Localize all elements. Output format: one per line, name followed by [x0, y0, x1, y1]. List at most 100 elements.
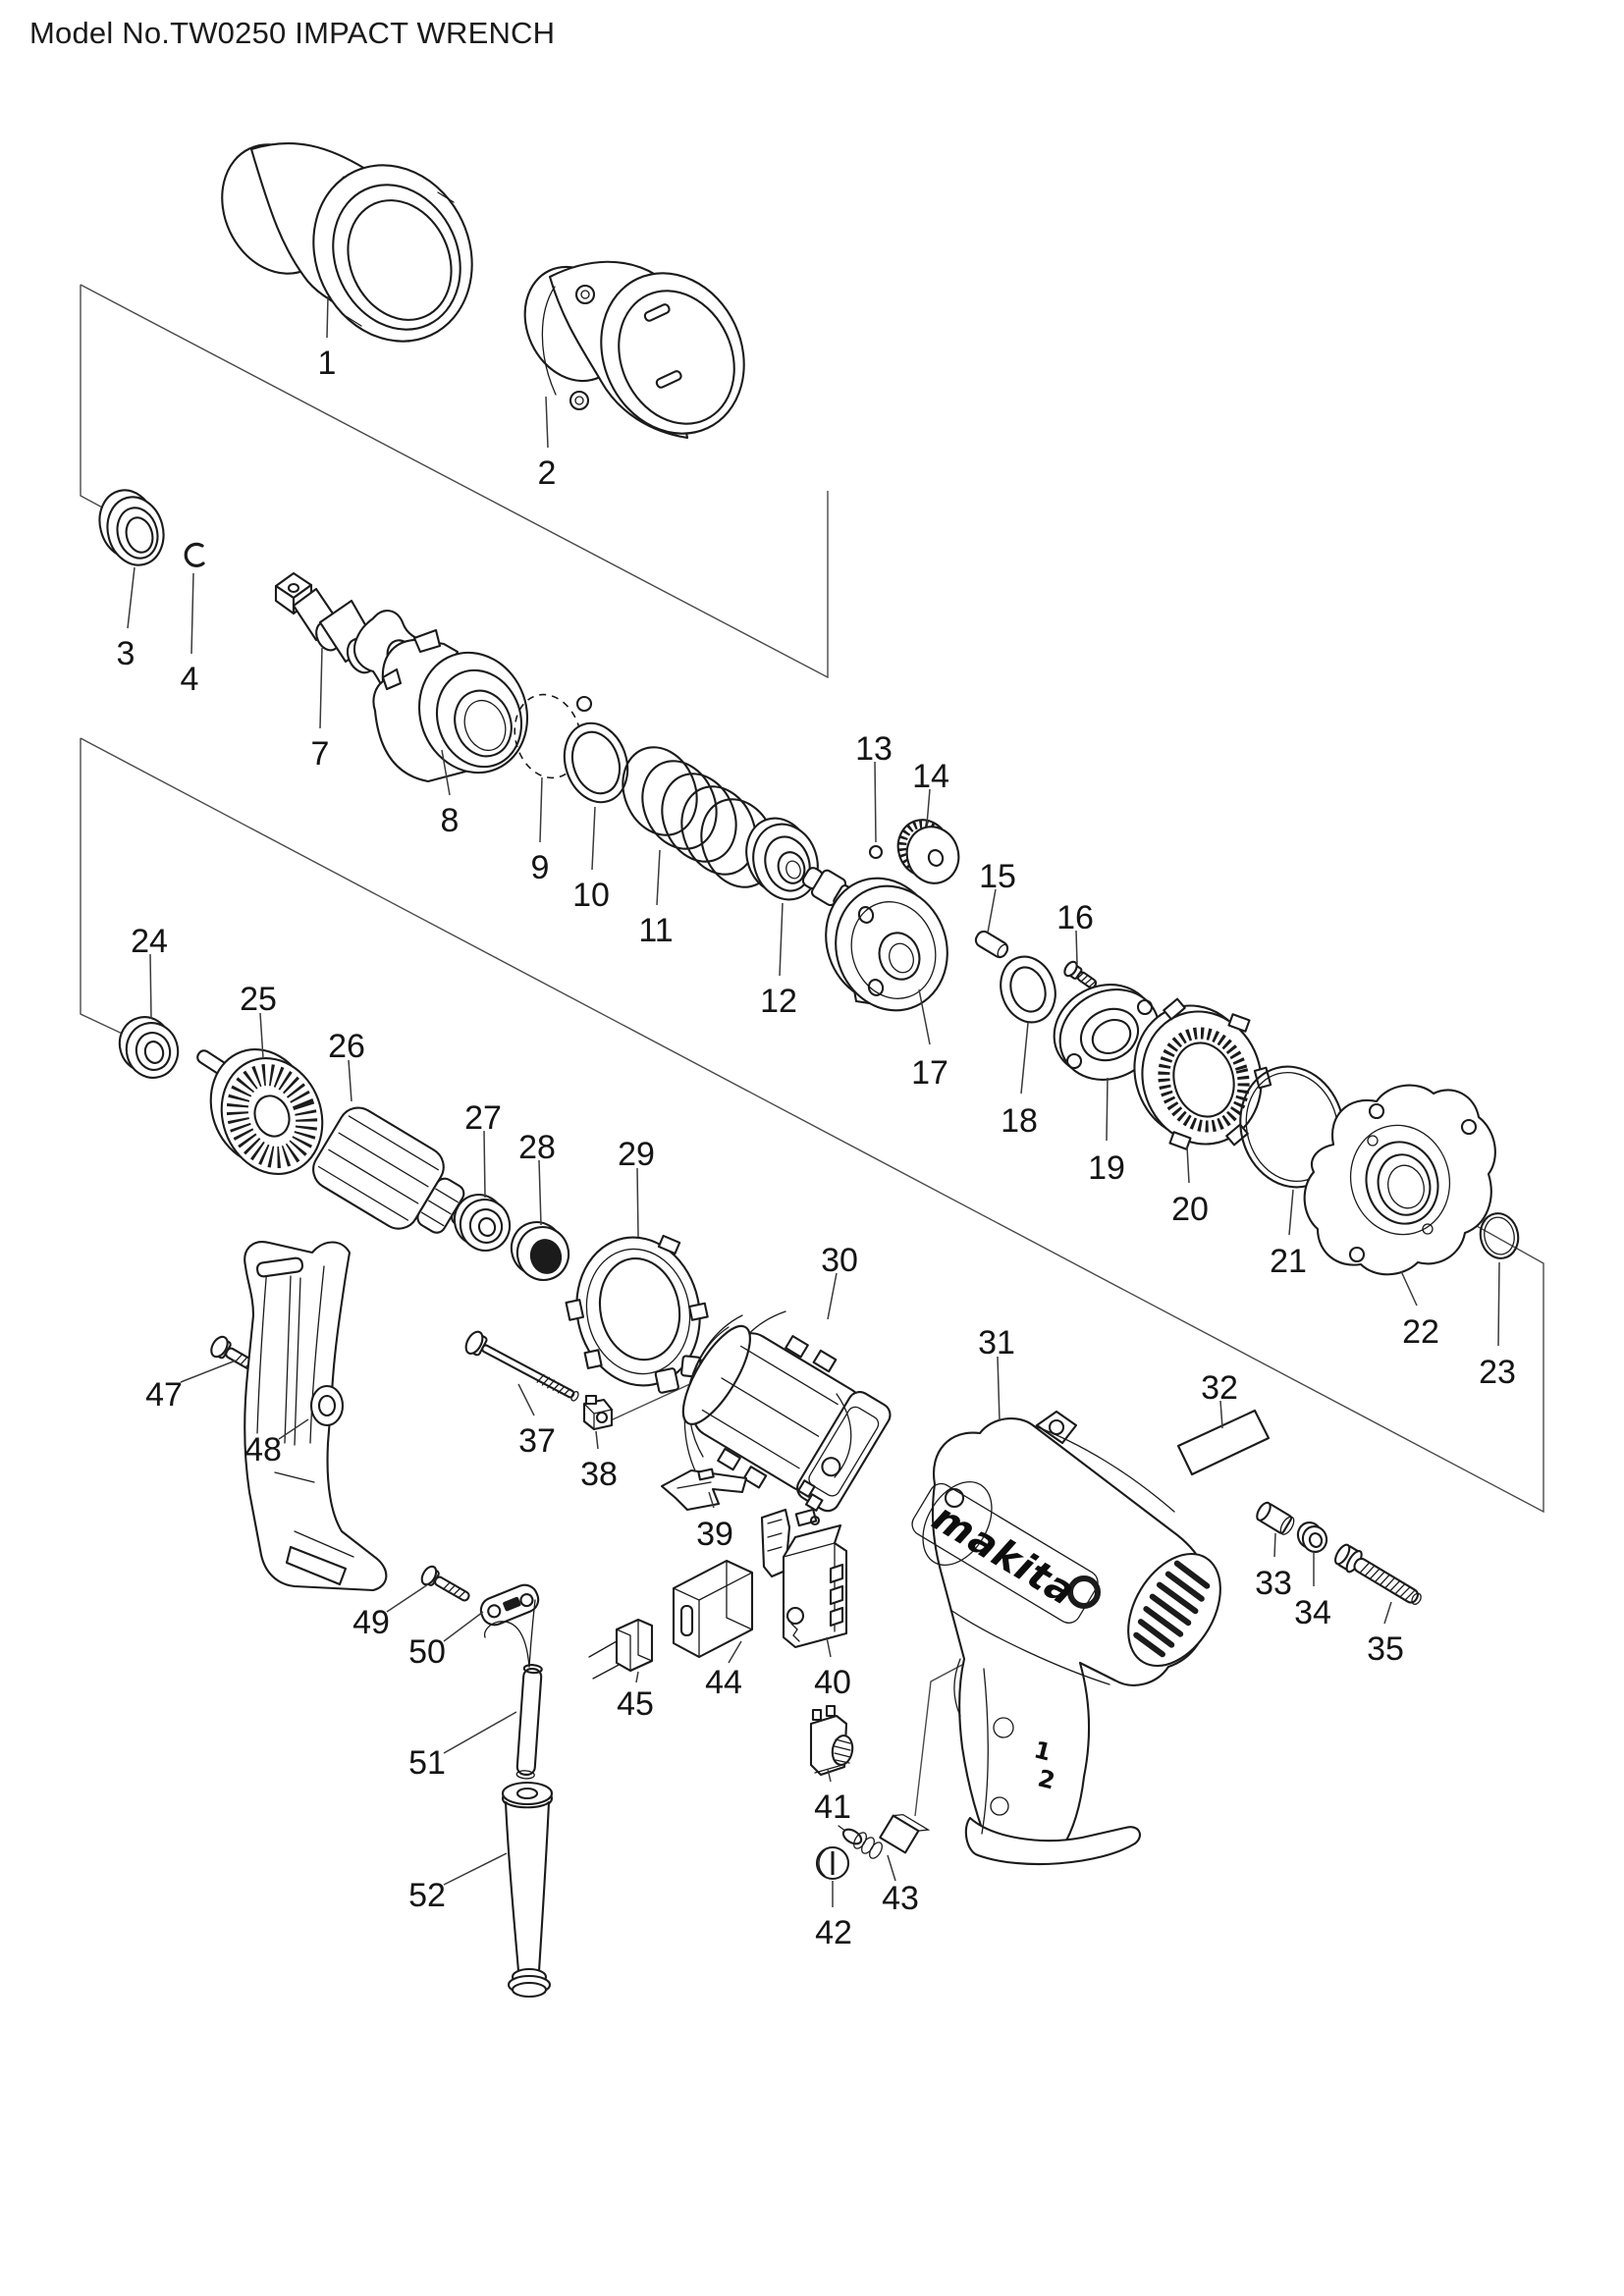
part-2-joint-cover: [523, 260, 745, 440]
part-31-housing: makita 1 2: [911, 1410, 1221, 1866]
leader-line-48: [278, 1418, 309, 1440]
part-49-screw: [420, 1565, 470, 1602]
leader-line-2: [545, 396, 549, 449]
leader-line-35: [1383, 1601, 1392, 1625]
leader-line-39: [708, 1491, 715, 1509]
leader-line-43: [887, 1854, 896, 1882]
part-label-25: 25: [240, 981, 277, 1018]
part-label-37: 37: [518, 1422, 556, 1460]
part-label-22: 22: [1402, 1313, 1439, 1351]
leader-line-25: [259, 1012, 264, 1059]
leader-line-28: [538, 1159, 542, 1226]
part-32-name-plate: [1176, 1409, 1271, 1476]
leader-line-24: [149, 953, 152, 1020]
part-label-38: 38: [580, 1456, 618, 1493]
part-14-gear: [896, 819, 960, 884]
part-label-44: 44: [705, 1664, 742, 1701]
part-label-21: 21: [1270, 1243, 1307, 1280]
part-39-holder-plate: [660, 1468, 748, 1512]
leader-line-38: [595, 1430, 599, 1450]
part-28-rubber-ring: [510, 1221, 570, 1281]
leader-line-8: [441, 749, 451, 796]
leader-line-49: [386, 1583, 429, 1613]
part-label-29: 29: [618, 1136, 655, 1173]
leader-line-13: [874, 761, 877, 843]
part-43-carbon-brush: [838, 1813, 931, 1859]
part-52-boot: [501, 1781, 554, 1999]
part-label-27: 27: [464, 1099, 502, 1137]
part-label-10: 10: [572, 877, 610, 914]
leader-line-14: [926, 788, 931, 826]
part-33-sleeve: [1256, 1501, 1295, 1535]
part-1-socket-cap: [221, 142, 473, 343]
speed-mark-2: 2: [1035, 1764, 1057, 1794]
part-29-baffle-plate: [565, 1234, 709, 1394]
leader-line-18: [1020, 1022, 1029, 1095]
part-42-brush-cap: [815, 1845, 850, 1881]
part-label-2: 2: [538, 454, 557, 492]
part-27-bearing: [453, 1194, 512, 1252]
part-label-16: 16: [1056, 899, 1094, 936]
leader-line-30: [827, 1272, 838, 1320]
part-24-bearing: [118, 1016, 180, 1079]
leader-line-29: [636, 1167, 639, 1238]
part-13-ball: [868, 844, 884, 860]
part-label-14: 14: [912, 758, 949, 795]
part-38-clamp: [582, 1394, 614, 1431]
part-15-pin: [974, 930, 1009, 959]
part-20-ring-gear: [1133, 997, 1272, 1150]
part-18-washer: [1000, 955, 1056, 1024]
part-label-50: 50: [408, 1633, 446, 1671]
part-label-20: 20: [1171, 1191, 1209, 1228]
part-label-24: 24: [131, 923, 168, 960]
part-label-4: 4: [181, 661, 199, 698]
part-label-9: 9: [531, 849, 550, 886]
part-label-52: 52: [408, 1877, 446, 1914]
part-label-31: 31: [978, 1324, 1015, 1362]
leader-line-44: [728, 1640, 742, 1664]
leader-line-26: [348, 1059, 352, 1102]
part-label-40: 40: [814, 1664, 851, 1701]
part-44-holder-box: [672, 1559, 754, 1659]
leader-line-19: [1106, 1077, 1109, 1142]
leader-line-17: [918, 988, 931, 1045]
part-label-11: 11: [638, 912, 673, 949]
part-37-screw: [464, 1330, 579, 1402]
part-3-washer: [98, 489, 165, 566]
leader-line-41: [827, 1768, 832, 1783]
leader-line-7: [319, 647, 323, 729]
part-label-7: 7: [311, 735, 330, 773]
leader-line-11: [656, 849, 661, 906]
part-label-43: 43: [882, 1880, 919, 1917]
part-label-23: 23: [1479, 1354, 1516, 1391]
part-label-34: 34: [1294, 1594, 1331, 1631]
page-title: Model No.TW0250 IMPACT WRENCH: [29, 16, 556, 50]
leader-line-52: [443, 1852, 508, 1886]
part-23-o-ring: [1479, 1212, 1520, 1259]
part-label-17: 17: [911, 1054, 948, 1092]
part-30-field: [681, 1310, 892, 1513]
part-label-47: 47: [145, 1376, 183, 1414]
part-22-retainer: [1303, 1084, 1496, 1276]
speed-mark-1: 1: [1031, 1735, 1054, 1766]
part-16-screw: [1063, 960, 1098, 989]
leader-line-47: [180, 1360, 237, 1383]
part-label-41: 41: [814, 1789, 851, 1826]
leader-line-4: [190, 572, 194, 655]
part-10-ring: [563, 721, 629, 804]
part-label-48: 48: [244, 1431, 282, 1468]
part-41-lever: [809, 1704, 854, 1777]
part-12-spring-seat: [745, 817, 819, 901]
leader-line-51: [443, 1711, 517, 1754]
leader-line-21: [1288, 1189, 1294, 1236]
leader-line-3: [127, 566, 135, 629]
leader-line-37: [517, 1383, 535, 1416]
part-45-connector: [588, 1618, 654, 1680]
part-35-bolt: [1333, 1543, 1422, 1605]
leader-line-15: [987, 888, 997, 934]
leader-line-40: [826, 1636, 832, 1658]
leader-line-50: [443, 1611, 484, 1642]
part-label-28: 28: [518, 1129, 556, 1166]
